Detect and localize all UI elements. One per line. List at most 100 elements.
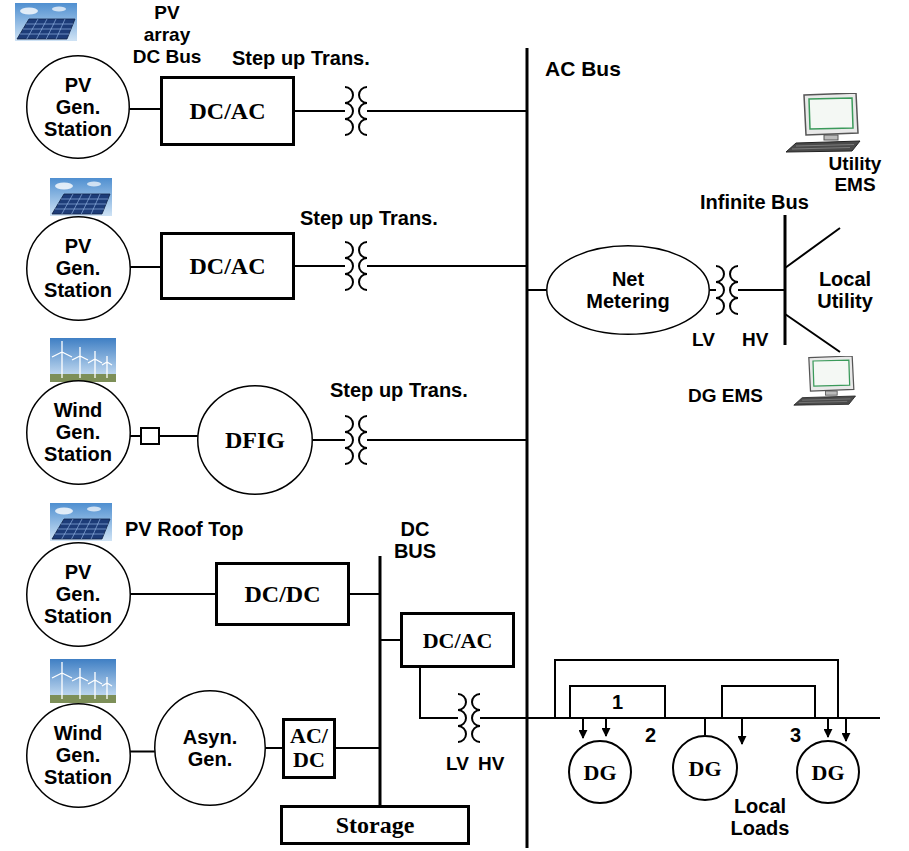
node-text: Asyn. Gen. (175, 726, 245, 770)
dg-circle: DG (796, 740, 860, 804)
generator-ellipse: Asyn. Gen. (154, 690, 266, 806)
converter-box: DC/DC (215, 562, 350, 626)
wire (420, 668, 880, 718)
inverter-box: DC/AC (400, 612, 515, 668)
solar-photo (50, 178, 112, 216)
node-text: DG (584, 760, 617, 785)
outline-ellipse (26, 380, 130, 484)
coupling-symbol (141, 428, 159, 444)
computer-label: DG EMS (688, 384, 763, 407)
loads-label: Local Loads (725, 795, 795, 839)
wire-connector (130, 266, 160, 268)
bus-bars (380, 48, 785, 848)
load-arrow (741, 718, 743, 744)
node-text: DC/AC (190, 97, 266, 125)
node-text: DFIG (225, 426, 285, 454)
ac-bus-bar (526, 48, 529, 848)
wire-connector (130, 435, 198, 437)
rectifier-box: AC/DC (282, 718, 336, 779)
transformer-symbol (458, 694, 480, 742)
node-text: DC/AC (190, 252, 266, 280)
node-text: DG (812, 760, 845, 785)
node-text: PV Gen. Station (42, 74, 114, 140)
solar-photo (15, 3, 77, 41)
bus-label: AC Bus (545, 56, 621, 81)
node-text: DC/DC (245, 580, 321, 608)
wires (295, 111, 880, 748)
wind-photo (50, 338, 116, 382)
wire-connector (129, 108, 160, 110)
outline-ellipse (155, 691, 266, 806)
outline-ellipse (547, 246, 710, 335)
outline-ellipse (27, 56, 130, 159)
infinite-bus-bar (784, 215, 787, 345)
pv-station-circle: PV Gen. Station (26, 216, 131, 321)
photo-icons (15, 3, 860, 703)
load-arrow (827, 718, 829, 737)
outline-ellipse (569, 741, 631, 803)
pv-station-circle: PV Gen. Station (26, 55, 130, 159)
utility-label: Local Utility (795, 268, 895, 312)
computer-icon (786, 93, 860, 152)
wind-station-circle: Wind Gen. Station (26, 703, 131, 808)
node-text: AC/DC (287, 724, 331, 772)
outline-ellipse (26, 703, 130, 807)
outline-ellipse (797, 741, 859, 803)
outline-ellipse (26, 542, 130, 646)
transformer-symbol (716, 266, 738, 314)
load-feeder (555, 660, 838, 718)
callout-number: 2 (645, 724, 656, 746)
wire (295, 110, 527, 112)
generator-ellipse: DFIG (197, 385, 313, 495)
inverter-box: DC/AC (160, 76, 295, 146)
transformer-symbol (345, 242, 367, 290)
wind-photo (50, 659, 116, 703)
node-text: DC/AC (423, 628, 493, 653)
winding-label: LV (446, 752, 469, 775)
bus-label: Infinite Bus (700, 190, 809, 214)
node-text: PV Gen. Station (42, 561, 114, 627)
wire-connector (130, 593, 215, 595)
transformer-symbol (345, 416, 367, 464)
caption-label: PV Roof Top (125, 517, 244, 541)
node-text: Storage (336, 811, 415, 839)
callout-number: 1 (612, 691, 623, 713)
caption-label: PV array DC Bus (130, 2, 204, 68)
node-text: Net Metering (578, 268, 678, 312)
load-arrow (582, 718, 584, 738)
transformer-label: Step up Trans. (330, 378, 468, 402)
wire (704, 718, 706, 735)
net-metering-circle: Net Metering (546, 245, 710, 335)
wire (313, 439, 527, 441)
winding-label: HV (742, 328, 768, 351)
transformers (345, 87, 738, 742)
dg-circle: DG (672, 735, 738, 801)
wind-station-circle: Wind Gen. Station (26, 380, 131, 485)
wire-connector (265, 747, 282, 749)
wire-connector (130, 751, 155, 753)
transformer-symbol (345, 87, 367, 135)
node-text: Wind Gen. Station (42, 722, 114, 788)
outline-ellipse (26, 216, 130, 320)
node-text: PV Gen. Station (42, 235, 114, 301)
load-arrow (605, 718, 607, 736)
outline-ellipse (198, 386, 313, 495)
computer-label: Utility EMS (815, 153, 895, 195)
callout-number: 3 (790, 724, 801, 746)
storage-box: Storage (280, 805, 470, 845)
node-text: Wind Gen. Station (42, 399, 114, 465)
load-arrow (845, 718, 847, 741)
dg-circle: DG (568, 740, 632, 804)
bus-label: DC BUS (385, 518, 445, 562)
node-text: DG (689, 756, 722, 781)
computer-icon (794, 356, 856, 405)
wire (295, 265, 527, 267)
transformer-label: Step up Trans. (232, 46, 370, 70)
inverter-box: DC/AC (160, 232, 295, 300)
outline-ellipse (673, 736, 737, 800)
winding-label: HV (478, 752, 504, 775)
solar-photo (50, 503, 112, 541)
